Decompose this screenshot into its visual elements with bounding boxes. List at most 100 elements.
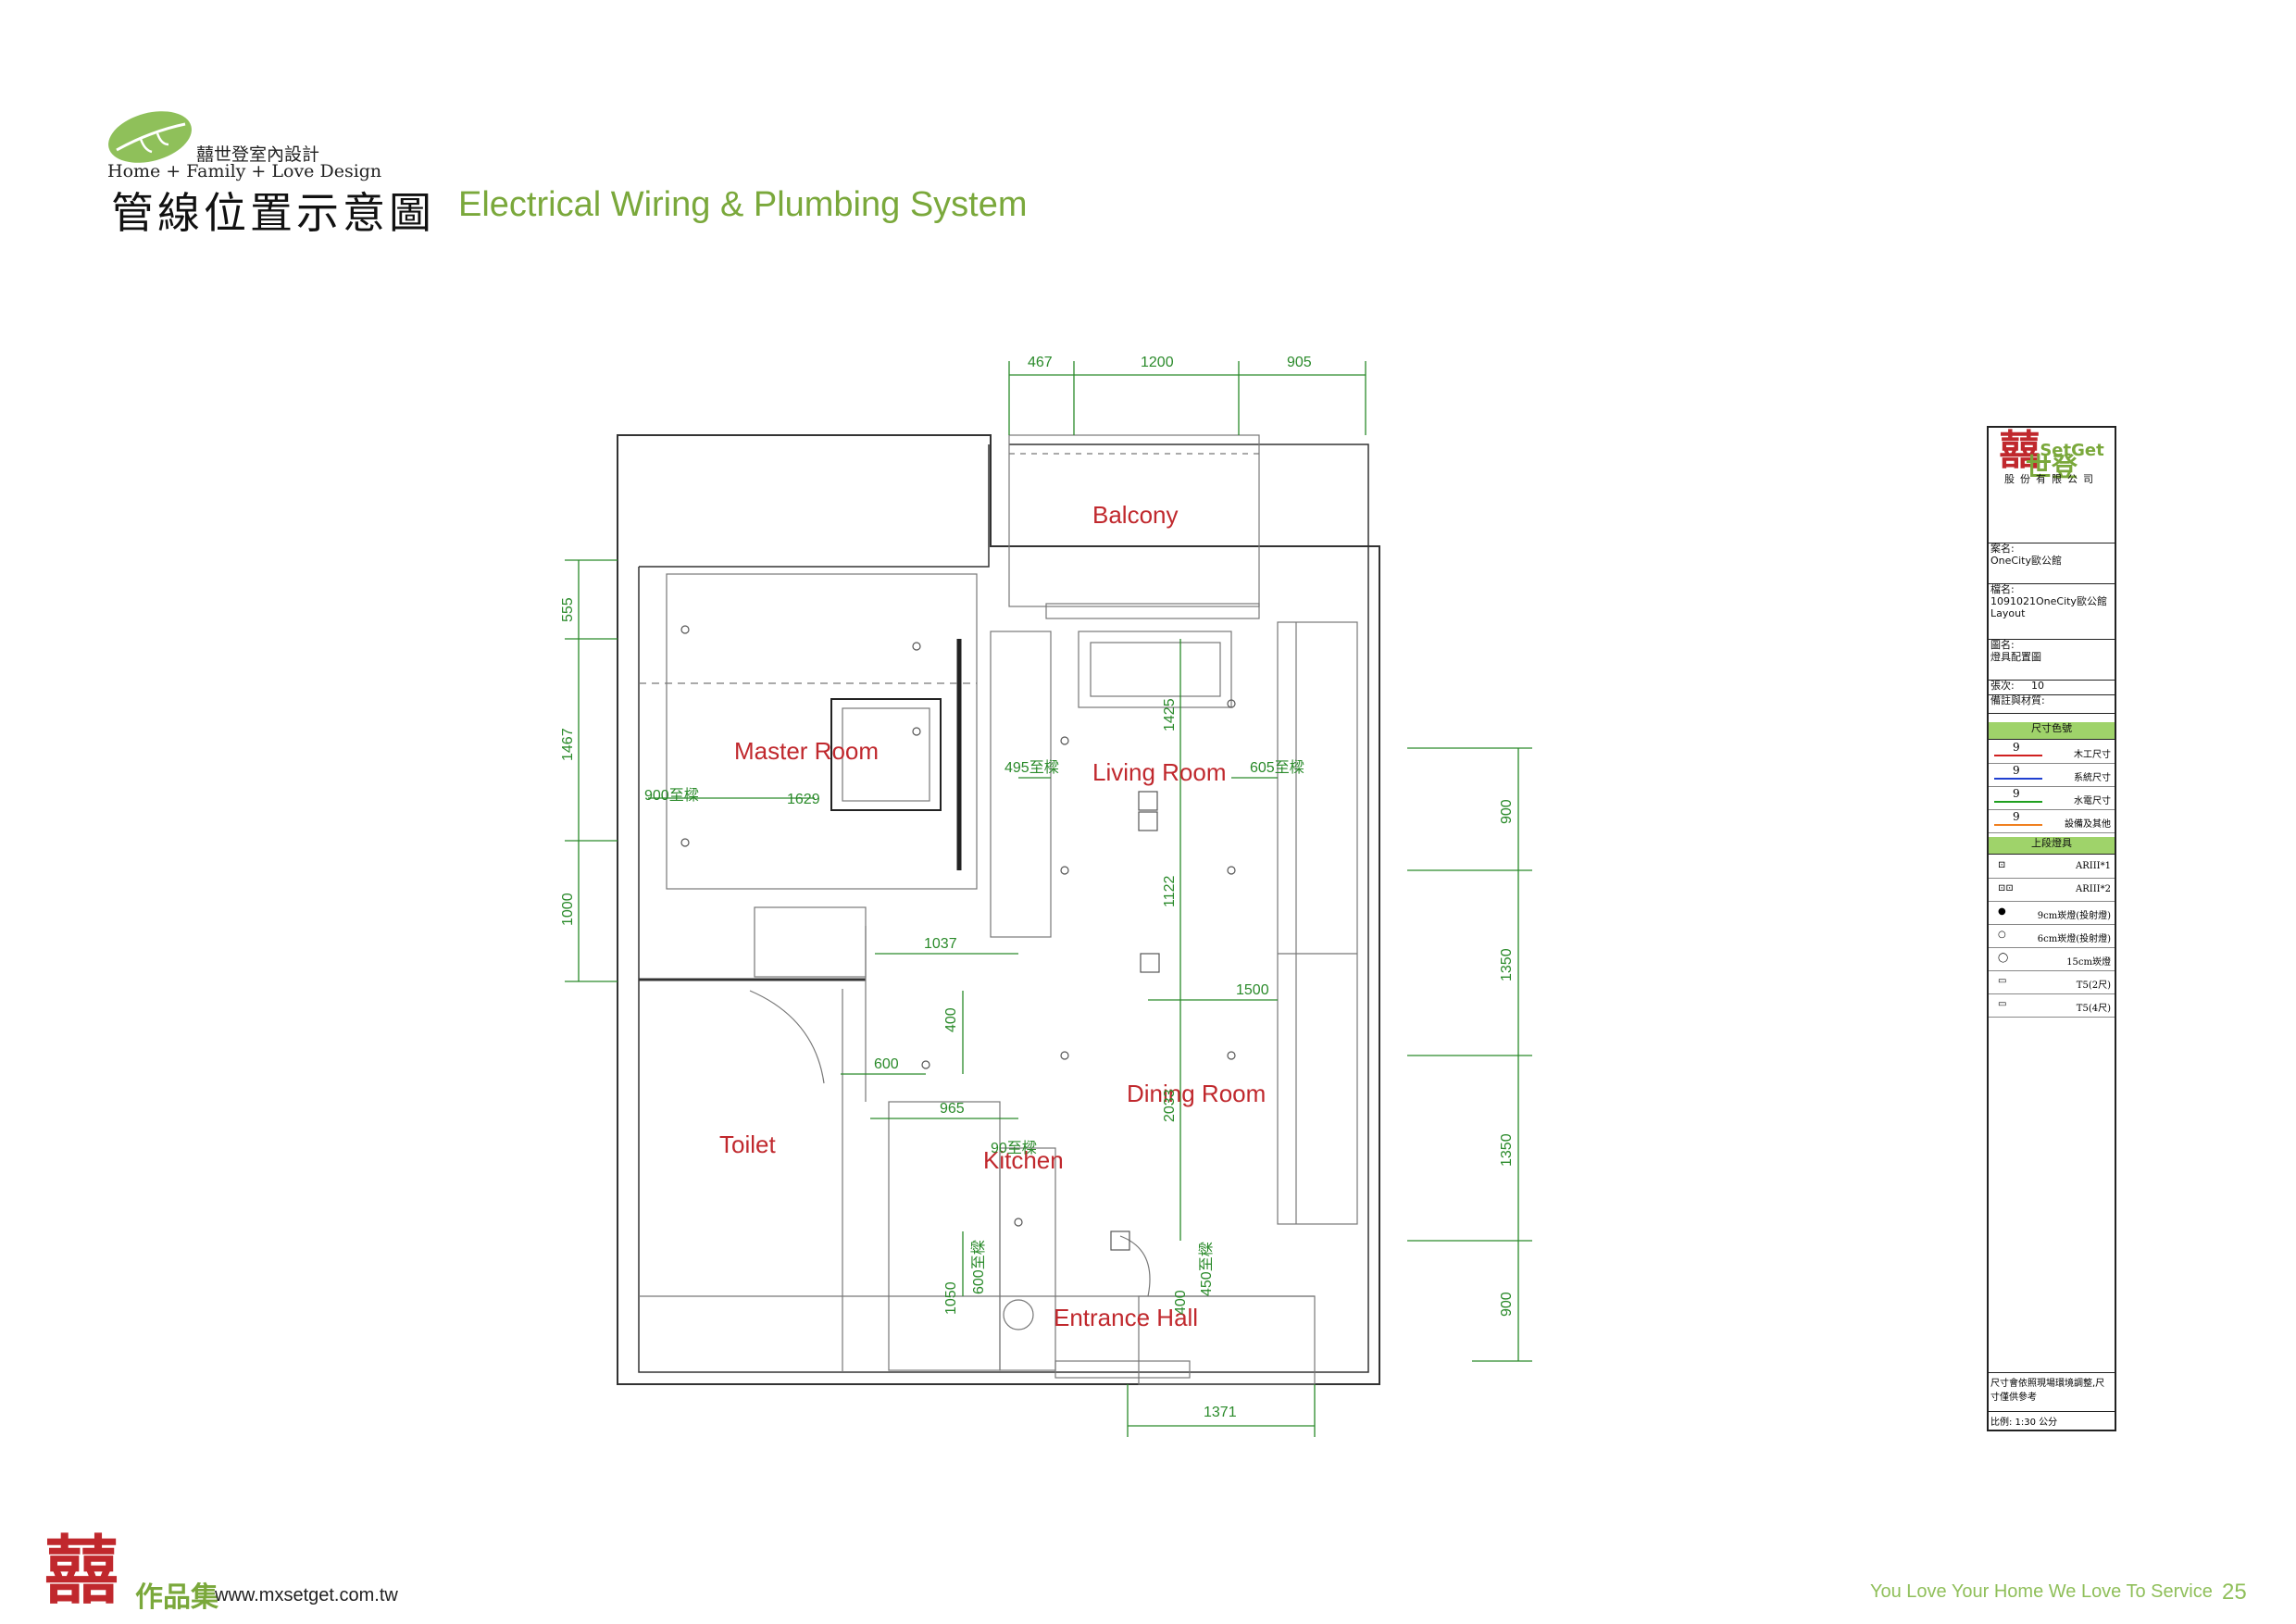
leaf-logo-icon [108,111,192,163]
dimension-label: 400 [1173,1290,1189,1315]
dimension-label: 1037 [924,936,957,952]
fixture-row: ⊡ ARIII*1 [1989,856,2115,879]
fixture-icon: ⊡⊡ [1998,883,2014,893]
legend-row: 9 設備及其他 [1989,810,2115,833]
scale-label: 比例: 1:30 公分 [1989,1411,2115,1430]
dimension-label: 900至樑 [644,787,699,804]
fixture-icon: ● [1998,906,2006,917]
room-label-toilet: Toilet [719,1131,776,1158]
room-label-kitchen: Kitchen [983,1146,1064,1174]
file-value: 1091021OneCity歐公館 [1990,595,2107,607]
double-happiness-footer-logo-icon: 囍 [44,1528,119,1614]
case-value: OneCity歐公館 [1990,555,2062,567]
fixtures-title: 上段燈具 [1989,837,2115,855]
fixture-row: ● 9cm崁燈(投射燈) [1989,902,2115,925]
outer-wall [617,434,1380,1385]
drawing-label: 圖名: [1990,639,2015,651]
dimension-label: 600 [874,1056,899,1072]
brand-english-tagline: Home + Family + Love Design [107,161,382,181]
notes-label: 備註與材質: [1990,694,2045,706]
legend-color-line [1994,801,2042,803]
dimension-label: 900 [1499,799,1515,824]
case-label: 案名: [1990,543,2015,555]
balcony-railing [1008,434,1260,607]
dimension-label: 1500 [1236,982,1269,998]
room-label-entrance-hall: Entrance Hall [1054,1304,1198,1331]
legend-text: 木工尺寸 [2074,750,2111,760]
dimension-label: 2033 [1162,1089,1178,1122]
fixture-text: 6cm崁燈(投射燈) [2037,934,2111,944]
dimension-label: 600至樑 [970,1240,987,1294]
fixture-icon: ⊡ [1998,860,2006,870]
sheet-label: 張次: [1990,680,2015,692]
double-happiness-logo-icon: 囍SetGet世登 [1999,427,2104,482]
fixture-text: 9cm崁燈(投射燈) [2037,911,2111,921]
company-brand: SetGet [2040,441,2104,460]
dimension-label: 905 [1287,355,1312,370]
legend-text: 設備及其他 [2065,819,2111,830]
fixture-row: ◯15cm崁燈 [1989,948,2115,971]
legend-title: 尺寸色號 [1989,722,2115,740]
tv-cabinet [1078,631,1232,708]
footer-slogan: You Love Your Home We Love To Service [1870,1581,2213,1602]
fixture-text: ARIII*1 [2076,861,2111,871]
fixture-text: 15cm崁燈 [2066,957,2111,968]
brand-chinese-name: 囍世登室內設計 [196,144,320,165]
room-label-master-room: Master Room [734,737,879,765]
legend-number: 9 [2013,810,2020,823]
fixture-legend: ⊡ ARIII*1 ⊡⊡ ARIII*2 ● 9cm崁燈(投射燈) ○ 6cm崁燈(投射燈) ◯… [1989,856,2115,1018]
dimension-label: 467 [1028,355,1053,370]
dimension-label: 1425 [1162,698,1178,731]
legend-color-line [1994,778,2042,780]
drawing-title-block: 囍SetGet世登 股份有限公司 案名:OneCity歐公館 檔名:109102… [1987,426,2116,1431]
company-cn: 世登 [2025,452,2078,482]
dimension-label: 900 [1499,1292,1515,1317]
company-logo-block: 囍SetGet世登 股份有限公司 [1989,428,2115,543]
legend-number: 9 [2013,741,2020,754]
dimension-label: 605至樑 [1250,759,1304,776]
fixture-row: ▭T5(2尺) [1989,971,2115,994]
dimension-label: 555 [560,597,576,622]
dimension-label: 1000 [560,893,576,926]
legend-color-line [1994,824,2042,826]
dimension-label: 965 [940,1101,965,1117]
dimension-label: 90至樑 [991,1140,1037,1156]
fixture-text: ARIII*2 [2076,884,2111,894]
dimension-label: 1122 [1162,875,1178,907]
footer-works-label: 作品集 [135,1581,218,1614]
file-value-2: Layout [1990,607,2026,619]
fixture-row: ○ 6cm崁燈(投射燈) [1989,925,2115,948]
dimension-label: 1200 [1141,355,1174,370]
legend-color-line [1994,755,2042,756]
legend-text: 系統尺寸 [2074,773,2111,783]
company-sub: 股份有限公司 [2004,473,2099,485]
file-label: 檔名: [1990,583,2015,595]
legend-row: 9 木工尺寸 [1989,741,2115,764]
fixture-icon: ○ [1998,930,2006,940]
inner-wall-right [638,443,1369,1373]
dimension-label: 1350 [1499,948,1515,981]
footer-note: 尺寸會依照現場環境調整,尺寸僅供參考 [1989,1372,2115,1405]
room-label-living-room: Living Room [1092,758,1227,786]
wardrobe [990,631,1052,938]
fixture-icon: ▭ [1998,976,2007,986]
fixture-icon: ▭ [1998,999,2007,1009]
fixture-text: T5(4尺) [2076,1004,2111,1014]
master-bed [830,698,942,811]
legend-number: 9 [2013,787,2020,800]
dimension-label: 400 [943,1007,959,1032]
right-cabinet [1277,621,1358,1225]
dimension-label: 1371 [1204,1405,1237,1420]
fixture-row: ▭ T5(4尺) [1989,994,2115,1018]
page-title-chinese: 管線位置示意圖 [111,188,435,238]
room-label-dining-room: Dining Room [1127,1080,1266,1107]
footer-url[interactable]: www.mxsetget.com.tw [215,1585,398,1605]
fixture-row: ⊡⊡ ARIII*2 [1989,879,2115,902]
dimension-label: 495至樑 [1004,759,1059,776]
room-label-balcony: Balcony [1092,501,1179,529]
page-number: 25 [2222,1580,2247,1605]
